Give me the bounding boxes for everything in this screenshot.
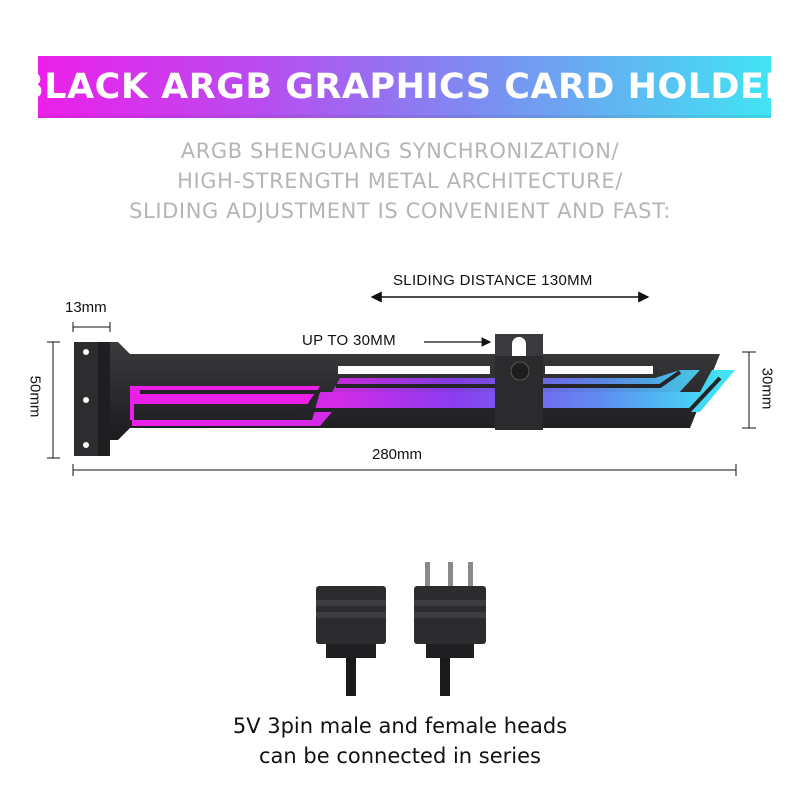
height-50-label: 50mm bbox=[26, 375, 44, 418]
banner-title: BLACK ARGB GRAPHICS CARD HOLDER bbox=[17, 67, 792, 107]
male-connector bbox=[414, 562, 486, 696]
rgb-strip-magenta bbox=[130, 386, 320, 420]
screw-knob bbox=[510, 361, 530, 381]
up-to-label: UP TO 30MM bbox=[302, 332, 396, 349]
slide-slot-left bbox=[338, 366, 490, 374]
slide-slot-right bbox=[545, 366, 653, 374]
title-banner: BLACK ARGB GRAPHICS CARD HOLDER bbox=[17, 56, 792, 118]
female-connector bbox=[316, 586, 386, 696]
caption-line-2: can be connected in series bbox=[259, 744, 541, 768]
subtitle-line-1: ARGB SHENGUANG SYNCHRONIZATION/ bbox=[180, 139, 620, 163]
length-280-label: 280mm bbox=[372, 446, 423, 463]
height-30-label: 30mm bbox=[758, 367, 776, 410]
subtitle-line-2: HIGH-STRENGTH METAL ARCHITECTURE/ bbox=[177, 169, 623, 193]
sliding-distance-label: SLIDING DISTANCE 130MM bbox=[393, 272, 593, 289]
width-13-label: 13mm bbox=[65, 299, 107, 316]
caption-line-1: 5V 3pin male and female heads bbox=[232, 714, 568, 738]
subtitle-line-3: SLIDING ADJUSTMENT IS CONVENIENT AND FAS… bbox=[129, 199, 671, 223]
